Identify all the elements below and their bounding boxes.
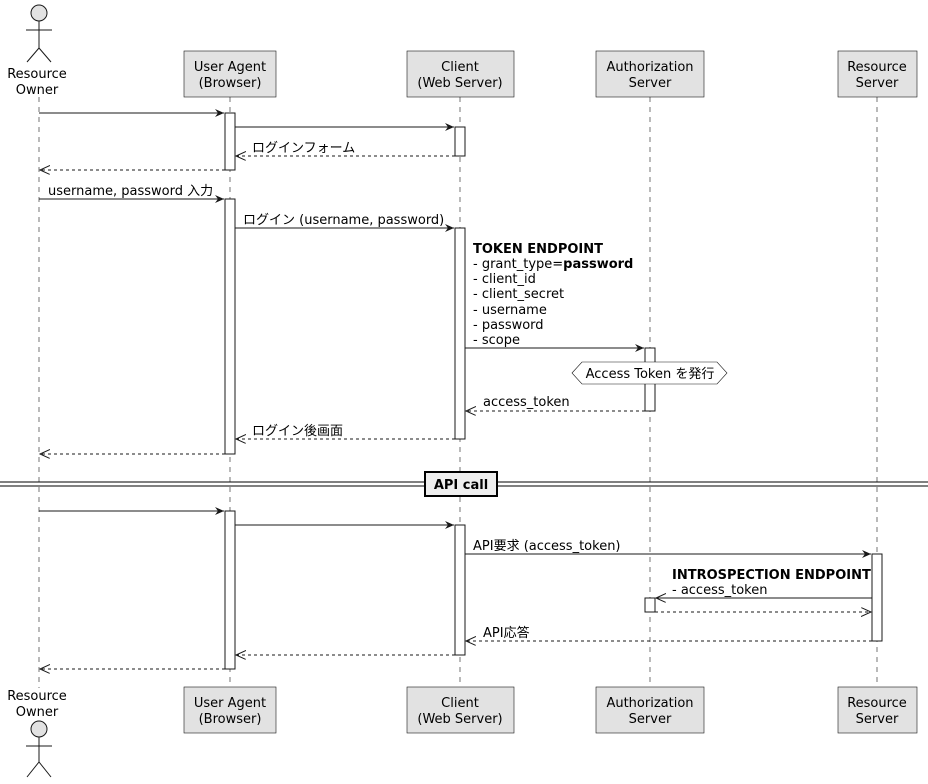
- actor-resource-owner-bottom: Resource Owner: [7, 689, 67, 778]
- participant-label-line2: (Browser): [199, 712, 262, 727]
- activation-user-agent-3: [224, 510, 236, 670]
- activation-client-3: [454, 524, 466, 656]
- actor-label-line1: Resource: [7, 689, 67, 704]
- msg-label-after-login: ログイン後画面: [252, 424, 343, 439]
- participant-resource-server-top: Resource Server: [837, 50, 918, 98]
- grant-type-value: password: [563, 257, 633, 272]
- token-endpoint-message: TOKEN ENDPOINT - grant_type=password - c…: [473, 242, 633, 348]
- token-param-password: - password: [473, 318, 544, 333]
- activation-client-1: [454, 126, 466, 157]
- actor-label-line1: Resource: [7, 67, 67, 82]
- participant-user-agent-top: User Agent (Browser): [183, 50, 277, 98]
- actor-resource-owner-top: Resource Owner: [7, 4, 67, 98]
- token-endpoint-title: TOKEN ENDPOINT: [473, 242, 603, 257]
- participant-client-top: Client (Web Server): [406, 50, 515, 98]
- participant-label-line1: User Agent: [194, 60, 266, 75]
- issue-token-note: [571, 361, 728, 385]
- token-param-client-secret: - client_secret: [473, 287, 564, 302]
- participant-resource-server-bottom: Resource Server: [837, 686, 918, 734]
- activation-user-agent-2: [224, 198, 236, 455]
- msg-label-login-request: ログイン (username, password): [243, 213, 444, 228]
- participant-label-line1: Resource: [847, 696, 907, 711]
- participant-user-agent-bottom: User Agent (Browser): [183, 686, 277, 734]
- participant-label-line1: Client: [441, 696, 479, 711]
- msg-label-access-token: access_token: [483, 395, 570, 410]
- participant-label-line2: (Web Server): [417, 712, 502, 727]
- activation-user-agent-1: [224, 112, 236, 171]
- msg-label-login-form: ログインフォーム: [252, 141, 355, 156]
- participant-label-line2: Server: [856, 712, 899, 727]
- introspection-title: INTROSPECTION ENDPOINT: [672, 568, 871, 583]
- token-param-grant-type: - grant_type=password: [473, 257, 633, 272]
- participant-label-line1: Authorization: [606, 696, 693, 711]
- section-divider-api-call: API call: [0, 471, 928, 497]
- participant-client-bottom: Client (Web Server): [406, 686, 515, 734]
- token-param-username: - username: [473, 303, 547, 318]
- activation-auth-server-2: [644, 597, 656, 613]
- participant-label-line2: Server: [629, 712, 672, 727]
- divider-label: API call: [434, 478, 488, 493]
- msg-label-credentials-input: username, password 入力: [48, 184, 213, 199]
- participant-auth-server-bottom: Authorization Server: [595, 686, 705, 734]
- token-param-scope: - scope: [473, 333, 520, 348]
- participant-label-line1: Resource: [847, 60, 907, 75]
- participant-label-line1: Authorization: [606, 60, 693, 75]
- participant-auth-server-top: Authorization Server: [595, 50, 705, 98]
- actor-label-line2: Owner: [16, 83, 59, 98]
- introspection-param: - access_token: [672, 583, 767, 598]
- activation-client-2: [454, 227, 466, 440]
- msg-label-api-response: API応答: [483, 625, 530, 641]
- participant-label-line2: (Browser): [199, 76, 262, 91]
- participant-label-line2: Server: [629, 76, 672, 91]
- participant-label-line1: Client: [441, 60, 479, 75]
- grant-type-prefix: - grant_type=: [473, 257, 563, 272]
- issue-token-label: Access Token を発行: [586, 367, 715, 382]
- participant-label-line2: Server: [856, 76, 899, 91]
- activation-resource-server-1: [871, 553, 883, 642]
- msg-label-api-request: API要求 (access_token): [473, 539, 621, 554]
- participant-label-line1: User Agent: [194, 696, 266, 711]
- participant-label-line2: (Web Server): [417, 76, 502, 91]
- token-param-client-id: - client_id: [473, 272, 536, 287]
- actor-label-line2: Owner: [16, 705, 59, 720]
